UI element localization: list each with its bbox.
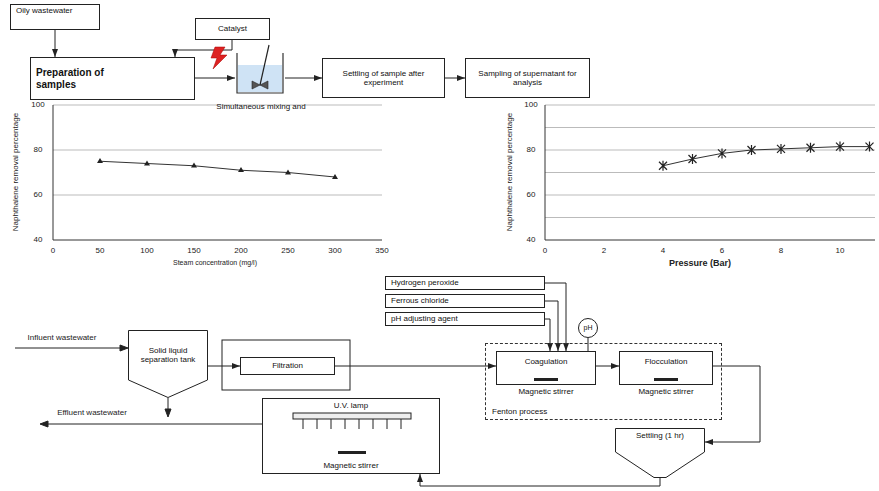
- box-text: Catalyst: [218, 24, 247, 33]
- stirrer-label: Magnetic stirrer: [615, 387, 717, 396]
- beaker-caption: Simultaneous mixing and: [205, 102, 317, 111]
- axis-label: 100: [31, 101, 44, 110]
- tank-label: Settling (1 hr): [635, 431, 685, 440]
- lamp-label: U.V. lamp: [263, 401, 439, 410]
- axis-label: 2: [602, 247, 606, 256]
- axis-label: 80: [34, 146, 43, 155]
- stirrer-label: Magnetic stirrer: [492, 387, 600, 396]
- stirrer-label: Magnetic stirrer: [263, 461, 439, 470]
- axis-label: 80: [527, 146, 536, 155]
- flow-arrow: [588, 338, 589, 351]
- uv-reactor: U.V. lampMagnetic stirrer: [262, 398, 440, 474]
- process-box: Hydrogen peroxide: [385, 276, 545, 290]
- process-box: Ferrous chloride: [385, 294, 545, 308]
- axis-label: 40: [527, 236, 536, 245]
- process-box: Catalyst: [195, 18, 270, 40]
- axis-label: 200: [234, 247, 247, 256]
- flow-arrow: [285, 78, 322, 79]
- stirred-tank: FlocculationMagnetic stirrer: [619, 351, 713, 399]
- box-text: Ferrous chloride: [391, 296, 449, 305]
- axis-label: Influent wastewater: [28, 334, 97, 343]
- tank-label: Solid liquid separation tank: [131, 332, 205, 378]
- box-text: Sampling of supernatant for analysis: [471, 69, 584, 87]
- axis-label: 4: [661, 247, 665, 256]
- axis-label: Effluent wastewater: [57, 409, 127, 418]
- settling-tank: Settling (1 hr): [615, 428, 705, 478]
- axis-title: Naphthalene removal percentage: [12, 113, 21, 231]
- separation-tank: Solid liquid separation tank: [128, 330, 208, 398]
- flow-arrow: [420, 474, 660, 486]
- flow-arrow: [55, 30, 56, 57]
- axis-label: 6: [720, 247, 724, 256]
- probe-circle: pH: [578, 318, 598, 338]
- process-group: Fenton processCoagulationMagnetic stirre…: [485, 343, 722, 420]
- process-box: Filtration: [240, 357, 335, 375]
- flow-arrow: [335, 366, 496, 367]
- process-box: pH adjusting agent: [385, 312, 545, 326]
- mixing-beaker: Simultaneous mixing and: [205, 45, 317, 111]
- tank-label: Flocculation: [619, 357, 713, 366]
- axis-label: 50: [96, 247, 105, 256]
- flow-arrow: [596, 366, 619, 367]
- axis-label: 8: [779, 247, 783, 256]
- axis-label: 300: [328, 247, 341, 256]
- flow-arrow: [705, 366, 760, 442]
- axis-label: 100: [524, 101, 537, 110]
- axis-label: 350: [375, 247, 388, 256]
- process-box: Preparation of samples: [30, 57, 195, 100]
- axis-label: 40: [34, 236, 43, 245]
- flow-arrow: [545, 319, 550, 351]
- axis-title: Naphthalene removal percentage: [506, 113, 515, 231]
- flow-arrow: [545, 283, 566, 351]
- box-text: Preparation of samples: [36, 67, 136, 90]
- axis-label: 60: [527, 191, 536, 200]
- axis-label: 100: [140, 247, 153, 256]
- axis-label: 250: [281, 247, 294, 256]
- group-label: Fenton process: [492, 407, 547, 416]
- axis-label: 150: [187, 247, 200, 256]
- box-text: pH adjusting agent: [391, 314, 458, 323]
- axis-label: Steam concentration (mg/l): [173, 259, 257, 267]
- process-box: Sampling of supernatant for analysis: [465, 58, 590, 98]
- process-box: Oily wastewater: [10, 4, 100, 30]
- process-box: Settling of sample after experiment: [322, 58, 445, 98]
- box-text: Filtration: [272, 361, 303, 370]
- axis-label: Pressure (Bar): [669, 259, 731, 269]
- axis-label: 10: [836, 247, 845, 256]
- stirred-tank: CoagulationMagnetic stirrer: [496, 351, 596, 399]
- axis-label: 0: [51, 247, 55, 256]
- flow-arrow: [445, 78, 465, 79]
- axis-label: 0: [543, 247, 547, 256]
- tank-label: Coagulation: [496, 357, 596, 366]
- box-text: Oily wastewater: [16, 6, 72, 15]
- box-text: Hydrogen peroxide: [391, 278, 459, 287]
- flow-arrow: [208, 366, 240, 367]
- flow-arrow: [195, 78, 235, 79]
- box-text: Settling of sample after experiment: [328, 69, 439, 87]
- axis-label: 60: [34, 191, 43, 200]
- probe-label: pH: [584, 324, 593, 332]
- beaker-illustration: [205, 45, 317, 111]
